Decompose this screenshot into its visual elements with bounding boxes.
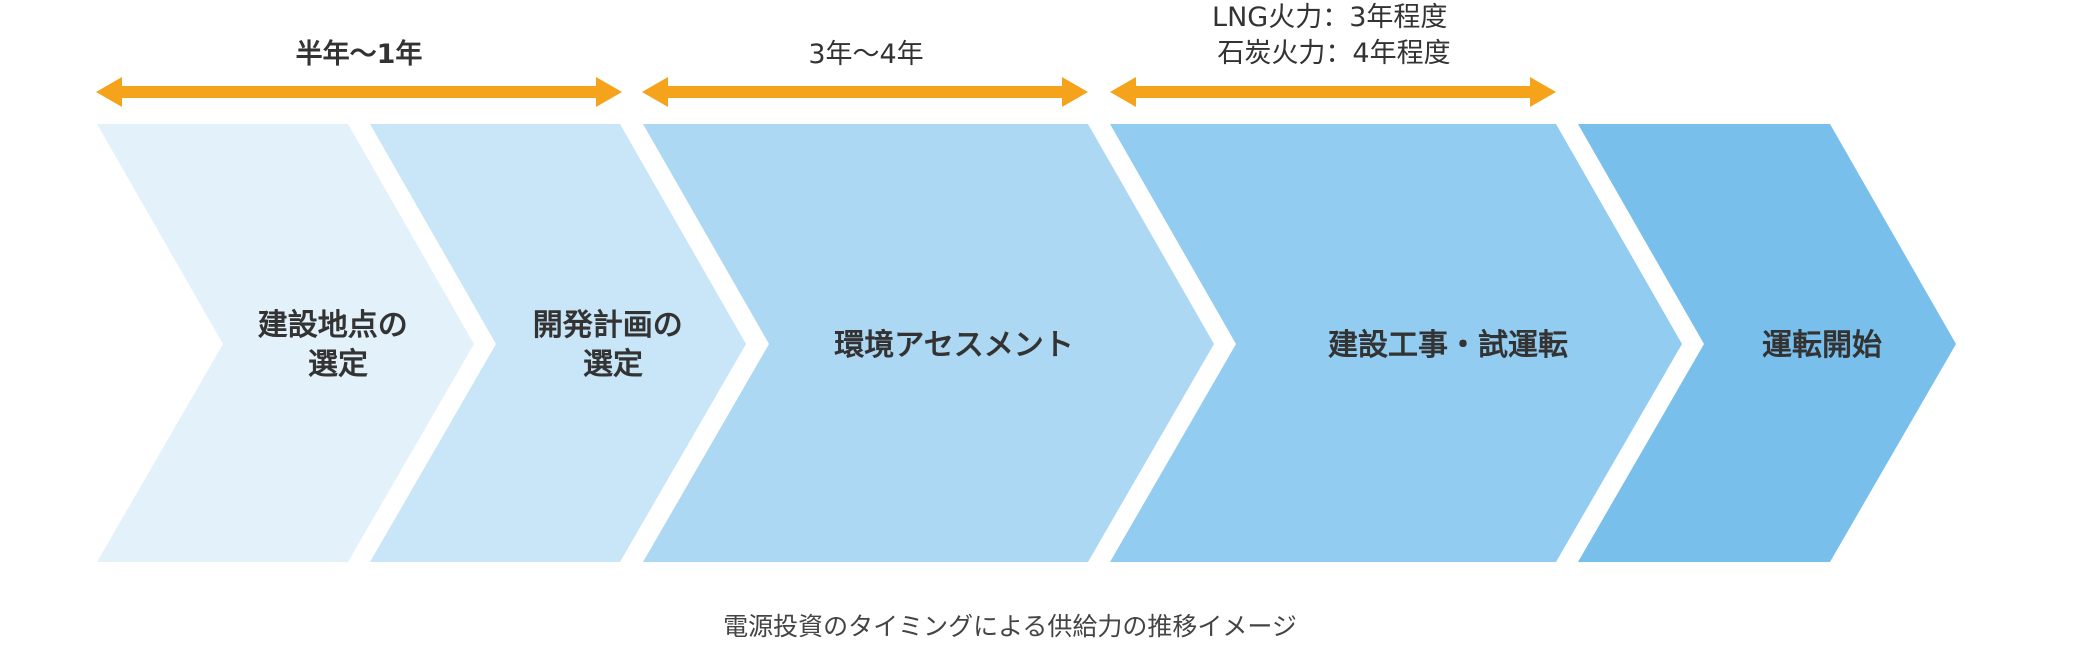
step-labels: 建設地点の 選定 開発計画の 選定 環境アセスメント 建設工事・試運転 運転開始 [258, 308, 1882, 382]
duration-arrow-1 [96, 77, 622, 107]
duration-labels: 半年〜1年 3年〜4年 LNG火力：3年程度 石炭火力：4年程度 [296, 2, 1456, 70]
step-label-3: 環境アセスメント [834, 328, 1073, 363]
step-chevrons [97, 124, 1956, 562]
step-label-4: 建設工事・試運転 [1328, 328, 1568, 363]
step-chevron-1 [97, 124, 474, 562]
duration-label-2: 3年〜4年 [808, 39, 923, 70]
duration-arrows [96, 77, 1556, 107]
duration-label-1: 半年〜1年 [296, 38, 423, 70]
step-chevron-4 [1110, 124, 1682, 562]
step-label-5: 運転開始 [1762, 328, 1882, 363]
double-arrow-icon [96, 77, 622, 107]
step-chevron-2 [370, 124, 746, 562]
duration-arrow-3 [1110, 77, 1556, 107]
step-chevron-5 [1578, 124, 1956, 562]
diagram-caption: 電源投資のタイミングによる供給力の推移イメージ [723, 612, 1297, 641]
duration-label-3: LNG火力：3年程度 石炭火力：4年程度 [1212, 2, 1456, 69]
double-arrow-icon [642, 77, 1088, 107]
duration-arrow-2 [642, 77, 1088, 107]
double-arrow-icon [1110, 77, 1556, 107]
step-chevron-3 [643, 124, 1214, 562]
step-label-1: 建設地点の 選定 [258, 308, 418, 382]
step-label-2: 開発計画の 選定 [533, 308, 693, 382]
